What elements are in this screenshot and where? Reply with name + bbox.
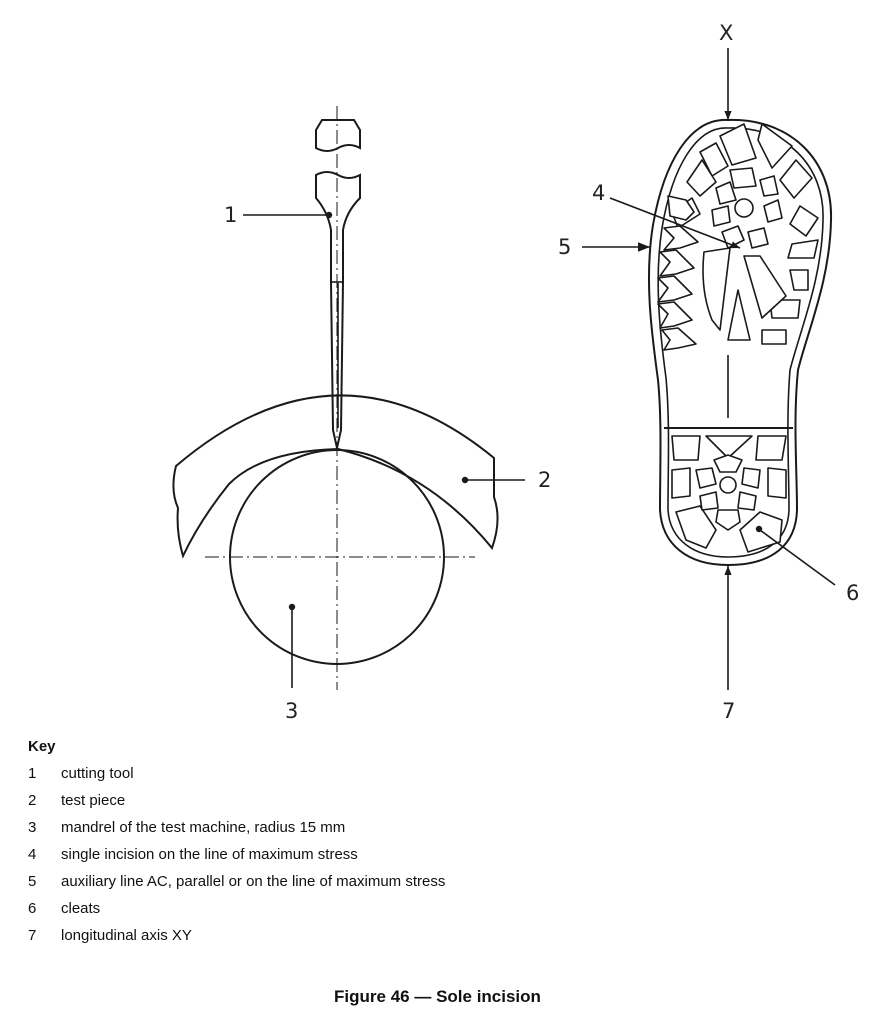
key-item-text: single incision on the line of maximum s…: [61, 846, 358, 863]
key-item-text: mandrel of the test machine, radius 15 m…: [61, 819, 346, 836]
tool-holder-top: [315, 119, 361, 152]
key-item-number: 5: [28, 873, 37, 890]
figure-diagram: 1 2 3: [172, 21, 859, 723]
key-item: 7 longitudinal axis XY: [28, 922, 848, 949]
figure-caption: Figure 46 — Sole incision: [334, 987, 541, 1006]
sole-inner-outline: [657, 127, 824, 558]
sole-outline: [647, 118, 833, 567]
leader-1-dot: [325, 211, 333, 219]
key-item: 3 mandrel of the test machine, radius 15 …: [28, 814, 848, 841]
callout-7: 7: [722, 699, 735, 723]
callout-4: 4: [592, 181, 605, 205]
key-item-text: cleats: [61, 900, 101, 917]
callout-1: 1: [224, 203, 237, 227]
leader-3-dot: [288, 603, 296, 611]
leader-4: [609, 197, 741, 249]
key-item-text: test piece: [61, 792, 126, 809]
key-item-text: longitudinal axis XY: [61, 927, 192, 944]
key-item-number: 2: [28, 792, 37, 809]
sole-drawing: X 4 5 6 7: [558, 21, 859, 723]
key-item: 4 single incision on the line of maximum …: [28, 841, 848, 868]
callout-5: 5: [558, 235, 571, 259]
callout-3: 3: [285, 699, 298, 723]
key-item: 1 cutting tool: [28, 760, 848, 787]
cutting-tool: [315, 171, 361, 449]
key-item-number: 7: [28, 927, 37, 944]
key-item: 2 test piece: [28, 787, 848, 814]
key-item-number: 4: [28, 846, 37, 863]
left-test-setup: 1 2 3: [172, 106, 551, 723]
leader-2-dot: [461, 476, 469, 484]
leader-6: [759, 529, 836, 586]
callout-2: 2: [538, 468, 551, 492]
key-heading: Key: [28, 738, 56, 755]
leader-6-dot: [755, 525, 763, 533]
key-item: 5 auxiliary line AC, parallel or on the l…: [28, 868, 848, 895]
test-piece: [172, 394, 499, 559]
callout-6: 6: [846, 581, 859, 605]
axis-label-x: X: [719, 21, 733, 45]
key-section: Key 1 cutting tool 2 test piece 3 mandrel o…: [28, 738, 848, 949]
key-item-number: 6: [28, 900, 37, 917]
mandrel: [229, 449, 445, 665]
key-item-number: 3: [28, 819, 37, 836]
cleats: [657, 123, 819, 553]
key-item-text: auxiliary line AC, parallel or on the li…: [61, 873, 446, 890]
key-item-number: 1: [28, 765, 37, 782]
key-item-text: cutting tool: [61, 765, 134, 782]
key-item: 6 cleats: [28, 895, 848, 922]
